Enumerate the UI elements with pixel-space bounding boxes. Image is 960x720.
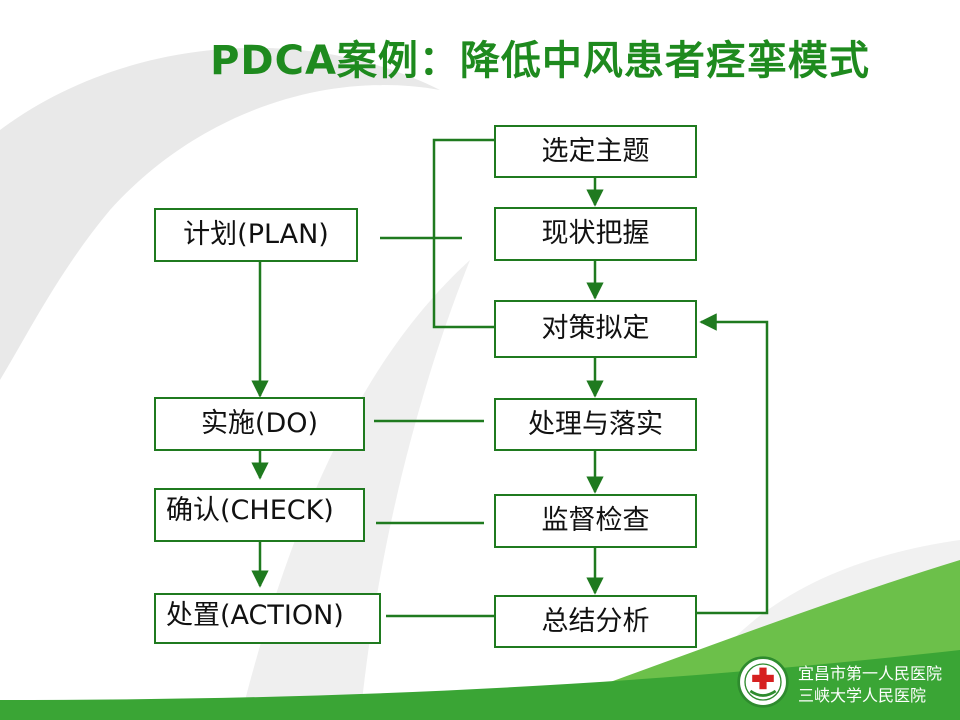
topic-label: 选定主题	[541, 135, 650, 167]
do-box: 实施(DO)	[154, 397, 365, 451]
check-label: 确认(CHECK)	[166, 495, 334, 526]
check-box: 确认(CHECK)	[154, 488, 365, 542]
slide-title: PDCA案例：降低中风患者痉挛模式	[210, 38, 870, 84]
action-box: 处置(ACTION)	[154, 593, 381, 644]
plan-box: 计划(PLAN)	[154, 208, 358, 262]
plan-label: 计划(PLAN)	[183, 219, 329, 250]
measures-label: 对策拟定	[541, 313, 650, 344]
status-box: 现状把握	[494, 207, 697, 261]
implement-box: 处理与落实	[494, 398, 697, 451]
implement-label: 处理与落实	[528, 408, 663, 440]
monitor-box: 监督检查	[494, 494, 697, 548]
footer-hospital-name-1: 宜昌市第一人民医院	[798, 664, 943, 683]
do-label: 实施(DO)	[200, 408, 319, 439]
status-label: 现状把握	[541, 218, 650, 249]
hospital-logo-icon	[737, 656, 789, 708]
topic-box: 选定主题	[494, 125, 697, 178]
footer-hospital-name-2: 三峡大学人民医院	[798, 686, 927, 705]
monitor-label: 监督检查	[541, 505, 650, 536]
summary-box: 总结分析	[494, 595, 697, 648]
summary-label: 总结分析	[541, 605, 650, 637]
measures-box: 对策拟定	[494, 300, 697, 358]
footer-band	[0, 650, 960, 720]
action-label: 处置(ACTION)	[166, 600, 344, 631]
